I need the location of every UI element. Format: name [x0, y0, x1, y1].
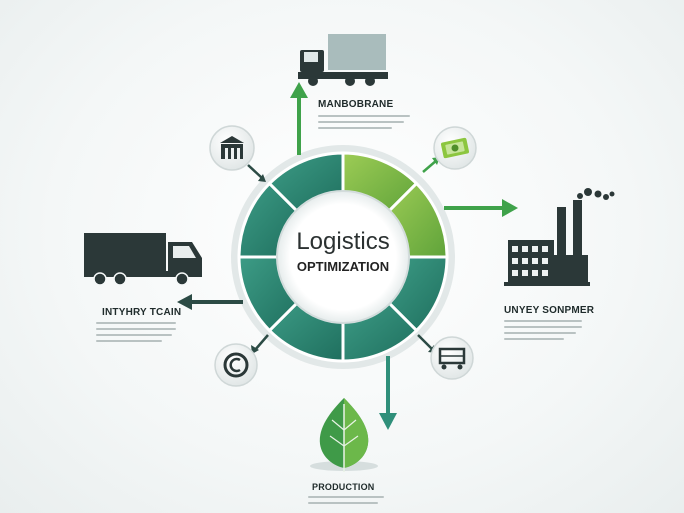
- center-title: Logistics: [296, 228, 390, 255]
- leaf-icon: [310, 398, 378, 472]
- node-label-right: UNYEY SONPMER: [504, 305, 595, 316]
- center-subtitle: OPTIMIZATION: [296, 259, 390, 274]
- node-label-top: MANBOBRANE: [318, 99, 394, 110]
- truck-icon: [298, 34, 388, 86]
- arrow-to-right: [444, 199, 518, 217]
- node-label-left: INTYHRY TCAIN: [102, 307, 182, 318]
- factory-icon: [504, 188, 615, 286]
- truck-icon: [84, 233, 202, 286]
- ring-center-disc: [276, 190, 410, 324]
- money-icon: [433, 126, 477, 170]
- warehouse-icon: [209, 125, 255, 171]
- arrow-to-bottom: [379, 356, 397, 430]
- process-ring: [237, 151, 449, 363]
- cart-icon: [430, 336, 474, 380]
- connector-warehouse: [247, 164, 266, 182]
- arrow-to-left: [177, 294, 243, 310]
- arrow-to-top: [290, 82, 308, 155]
- node-text-lines-top: [318, 115, 410, 133]
- copyright-icon: [214, 343, 258, 387]
- node-text-lines-left: [96, 322, 176, 346]
- connector-copyright: [251, 334, 269, 354]
- node-text-lines-bottom: [308, 496, 384, 508]
- node-text-lines-right: [504, 320, 582, 344]
- node-label-bottom: PRODUCTION: [312, 482, 375, 492]
